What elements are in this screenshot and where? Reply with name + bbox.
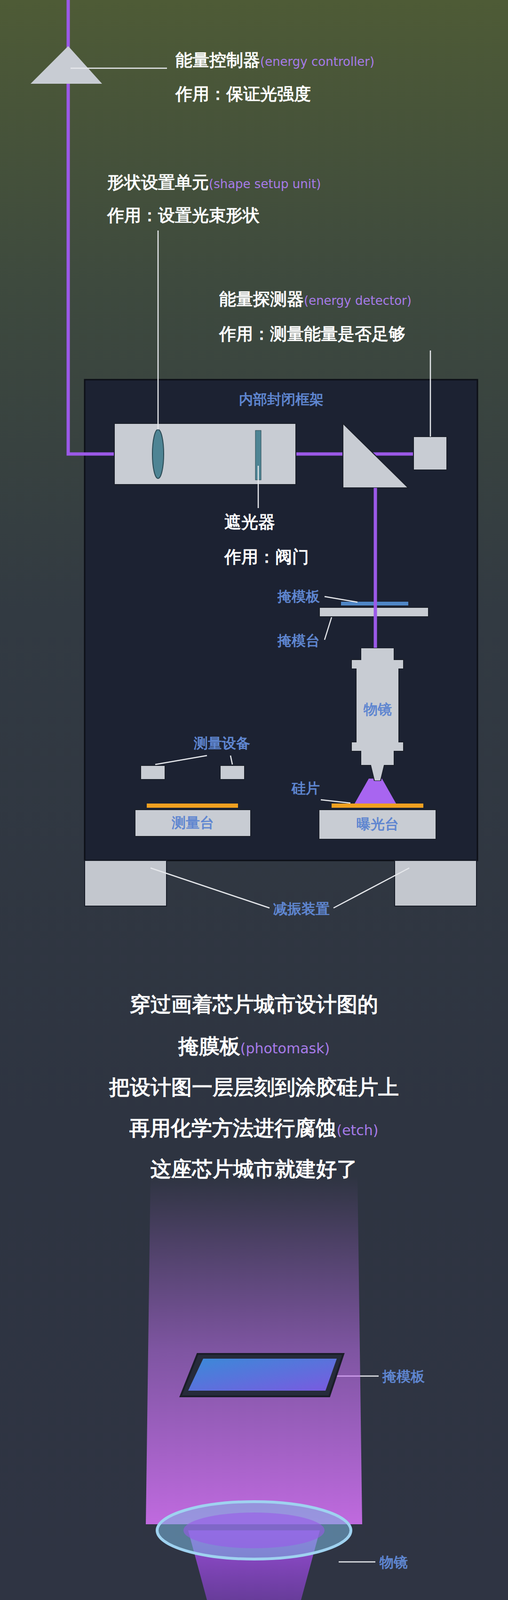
- callout-row: 遮光器: [224, 510, 276, 534]
- caption-line-row: 掩膜板(photomask): [0, 1032, 508, 1061]
- callout-row: 能量控制器(energy controller): [175, 48, 375, 72]
- caption-line: 再用化学方法进行腐蚀: [129, 1115, 337, 1140]
- caption-line-row: 这座芯片城市就建好了: [0, 1155, 508, 1183]
- part-label: 掩模台: [277, 632, 320, 649]
- part-label-row: 掩模板: [277, 587, 320, 607]
- callout-note-row: 作用：阀门: [224, 545, 310, 569]
- part-label-row: 物镜: [379, 1552, 408, 1572]
- exposure-cone: [354, 778, 397, 804]
- caption-line: 把设计图一层层刻到涂胶硅片上: [109, 1074, 399, 1099]
- callout: 能量探测器: [219, 289, 304, 309]
- node-label: 测量台: [171, 813, 215, 833]
- node-label: 曝光台: [356, 814, 399, 834]
- caption-line-row: 把设计图一层层刻到涂胶硅片上: [0, 1073, 508, 1102]
- part-label: 掩模板: [277, 587, 320, 605]
- callout: 形状设置单元: [107, 172, 209, 192]
- caption-line: (etch): [336, 1121, 379, 1139]
- callout-note: 作用：设置光束形状: [107, 205, 260, 225]
- measure-device: [220, 765, 245, 780]
- callout: (energy controller): [260, 54, 375, 69]
- callout: (energy detector): [303, 293, 412, 308]
- wafer: [331, 803, 424, 808]
- objective-lens: 物镜: [346, 647, 409, 781]
- enclosed-frame: 内部封闭框架物镜测量台 曝光台: [84, 379, 478, 861]
- callout-note: 作用：保证光强度: [175, 84, 311, 104]
- damper-foot: [84, 860, 167, 906]
- photomask-plate: [180, 1353, 344, 1397]
- caption-line-row: 再用化学方法进行腐蚀(etch): [0, 1114, 508, 1143]
- part-label-row: 硅片: [291, 778, 320, 799]
- wafer: [146, 803, 239, 808]
- callout-row: 形状设置单元(shape setup unit): [107, 171, 321, 195]
- callout-note-row: 作用：保证光强度: [175, 82, 311, 106]
- part-label-row: 掩模台: [277, 631, 320, 651]
- part-label-row: 掩模板: [382, 1366, 425, 1387]
- measure-stage: 测量台: [134, 809, 252, 837]
- caption-line: 穿过画着芯片城市设计图的: [129, 992, 379, 1016]
- part-label: 减振装置: [273, 900, 330, 917]
- exposure-stage: 曝光台: [318, 809, 437, 840]
- caption-line-row: 穿过画着芯片城市设计图的: [0, 990, 508, 1019]
- frame-fill: [84, 379, 478, 861]
- part-label: 物镜: [379, 1553, 408, 1571]
- lens: [152, 429, 164, 479]
- damper-foot: [394, 860, 477, 906]
- callout-note: 作用：阀门: [224, 547, 310, 567]
- caption-line: 这座芯片城市就建好了: [150, 1156, 358, 1181]
- part-label-row: 测量设备: [193, 733, 251, 754]
- node-label: 内部封闭框架: [84, 389, 478, 410]
- callout-note-row: 作用：测量能量是否足够: [219, 322, 406, 346]
- part-label: 测量设备: [193, 734, 251, 752]
- callout: 能量控制器: [175, 50, 261, 70]
- objective-lens: [157, 1501, 351, 1559]
- measure-device: [140, 765, 166, 780]
- part-label: 掩模板: [382, 1367, 425, 1385]
- prism: [342, 423, 409, 488]
- callout-note-row: 作用：设置光束形状: [107, 204, 260, 228]
- lens-glow: [183, 1512, 325, 1548]
- callout: (shape setup unit): [208, 176, 321, 191]
- callout: 遮光器: [224, 512, 276, 532]
- caption-line: (photomask): [240, 1039, 331, 1057]
- photomask-pattern: [188, 1358, 337, 1391]
- node-label: 物镜: [363, 699, 392, 720]
- part-label: 硅片: [291, 779, 320, 797]
- shape-unit-box: [114, 423, 296, 485]
- energy-detector: [413, 436, 447, 470]
- energy-controller: [30, 46, 103, 84]
- light-beam: [145, 1175, 363, 1524]
- part-label-row: 减振装置: [273, 899, 330, 919]
- callout-row: 能量探测器(energy detector): [219, 287, 412, 311]
- laser-beam: [373, 487, 378, 657]
- caption-line: 掩膜板: [178, 1033, 241, 1058]
- callout-note: 作用：测量能量是否足够: [219, 324, 406, 344]
